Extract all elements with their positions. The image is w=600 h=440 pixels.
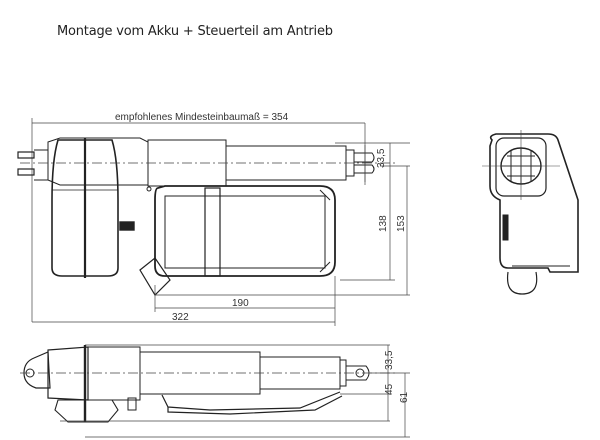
- dim-190: 190: [232, 298, 249, 309]
- dim-45: 45: [384, 383, 395, 395]
- drawing-title: Montage vom Akku + Steuerteil am Antrieb: [57, 24, 333, 39]
- dim-138: 138: [378, 215, 389, 232]
- dim-33-5-bottom: 33,5: [384, 350, 395, 370]
- side-view: [20, 344, 410, 438]
- dim-min-install: empfohlenes Mindesteinbaumaß = 354: [115, 112, 289, 123]
- end-view: [482, 130, 579, 295]
- dim-61: 61: [399, 391, 410, 403]
- top-view: [17, 118, 410, 326]
- dim-322: 322: [172, 312, 189, 323]
- dim-33-5-top: 33,5: [376, 148, 387, 168]
- dim-153: 153: [396, 215, 407, 232]
